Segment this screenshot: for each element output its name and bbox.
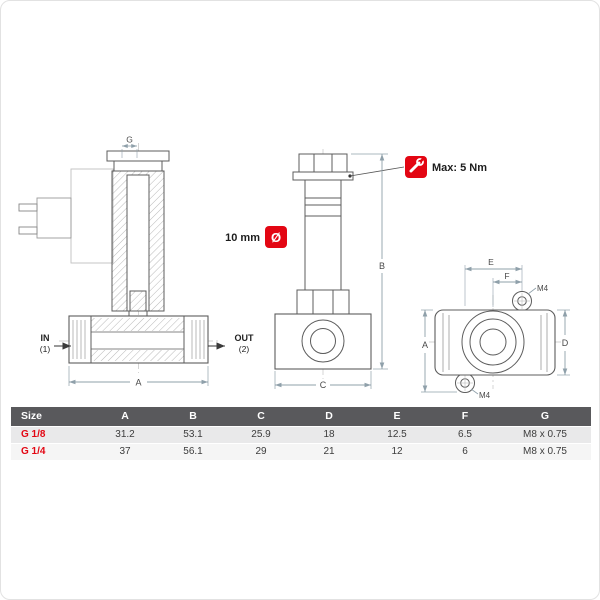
in-port-number: (1) bbox=[40, 344, 51, 354]
side-view: M4 M4 E F D bbox=[421, 257, 570, 400]
table-cell: 18 bbox=[323, 429, 335, 440]
row-size-label: G 1/8 bbox=[21, 429, 46, 440]
dim-d-label: D bbox=[562, 338, 569, 348]
dimension-a: A bbox=[68, 366, 209, 388]
body-hex bbox=[296, 289, 350, 315]
section-view: IN (1) OUT (2) G A bbox=[18, 135, 254, 388]
dimension-c: C bbox=[274, 371, 372, 390]
front-view: Max: 5 Nm 10 mm Ø B C bbox=[225, 153, 487, 390]
hex-nut bbox=[292, 153, 354, 181]
dim-a-label: A bbox=[135, 378, 141, 388]
dim-b-label: B bbox=[379, 261, 385, 271]
dimension-a-side: A bbox=[421, 309, 457, 393]
table-row: G 1/4 37 56.1 29 21 12 6 M8 x 0.75 bbox=[11, 443, 591, 460]
col-header-c: C bbox=[257, 410, 265, 422]
col-header-d: D bbox=[325, 410, 333, 422]
armature-tube bbox=[304, 179, 342, 291]
torque-callout: Max: 5 Nm bbox=[348, 156, 487, 178]
thread-ticks bbox=[72, 320, 205, 359]
valve-body-section bbox=[68, 315, 209, 364]
out-port-number: (2) bbox=[239, 344, 250, 354]
wrench-size-callout: 10 mm Ø bbox=[225, 226, 287, 248]
flow-labels: IN (1) OUT (2) bbox=[40, 333, 254, 354]
table-cell: 6 bbox=[462, 446, 468, 457]
wrench-icon bbox=[409, 156, 426, 173]
table-row: G 1/8 31.2 53.1 25.9 18 12.5 6.5 M8 x 0.… bbox=[11, 426, 591, 443]
col-header-f: F bbox=[461, 410, 469, 422]
col-header-size: Size bbox=[21, 410, 43, 422]
m4-label-top: M4 bbox=[537, 284, 549, 293]
coil-section bbox=[111, 170, 165, 331]
table-cell: 31.2 bbox=[115, 429, 135, 440]
table-cell: 12.5 bbox=[387, 429, 407, 440]
dimension-b: B bbox=[351, 153, 388, 370]
dim-a-side-label: A bbox=[422, 340, 428, 350]
in-label: IN bbox=[41, 333, 50, 343]
table-cell: 56.1 bbox=[183, 446, 203, 457]
dim-g-label: G bbox=[126, 135, 133, 145]
dimension-e: E bbox=[464, 257, 523, 306]
din-connector bbox=[18, 168, 114, 264]
table-cell: 53.1 bbox=[183, 429, 203, 440]
table-cell: 21 bbox=[323, 446, 335, 457]
wrench-size-label: 10 mm bbox=[225, 232, 260, 244]
col-header-g: G bbox=[540, 410, 550, 422]
col-header-b: B bbox=[189, 410, 197, 422]
table-header-row: Size A B C D E F G bbox=[11, 407, 591, 426]
out-label: OUT bbox=[235, 333, 255, 343]
dimension-d: D bbox=[557, 309, 570, 376]
diameter-icon-badge bbox=[265, 226, 287, 248]
dimension-f: F bbox=[492, 271, 522, 307]
valve-body-side bbox=[434, 309, 556, 376]
valve-body-front bbox=[274, 313, 372, 370]
row-size-label: G 1/4 bbox=[21, 446, 46, 457]
col-header-a: A bbox=[121, 410, 129, 422]
table-cell: 12 bbox=[391, 446, 403, 457]
dimension-table: Size A B C D E F G G 1/8 31.2 53.1 25.9 … bbox=[11, 407, 591, 460]
table-cell: M8 x 0.75 bbox=[523, 446, 567, 457]
table-cell: 25.9 bbox=[251, 429, 271, 440]
col-header-e: E bbox=[393, 410, 401, 422]
dim-f-label: F bbox=[504, 271, 509, 281]
m4-callouts: M4 M4 bbox=[470, 284, 549, 400]
table-cell: M8 x 0.75 bbox=[523, 429, 567, 440]
table-cell: 6.5 bbox=[458, 429, 472, 440]
m4-label-bottom: M4 bbox=[479, 391, 491, 400]
dim-c-label: C bbox=[320, 380, 327, 390]
dim-e-label: E bbox=[488, 257, 494, 267]
dimension-g: G bbox=[121, 135, 138, 158]
table-cell: 37 bbox=[119, 446, 131, 457]
technical-drawing: IN (1) OUT (2) G A bbox=[18, 135, 570, 400]
coil-top-cap bbox=[106, 150, 170, 172]
torque-label: Max: 5 Nm bbox=[432, 162, 487, 174]
diameter-symbol: Ø bbox=[271, 230, 281, 245]
table-cell: 29 bbox=[255, 446, 267, 457]
